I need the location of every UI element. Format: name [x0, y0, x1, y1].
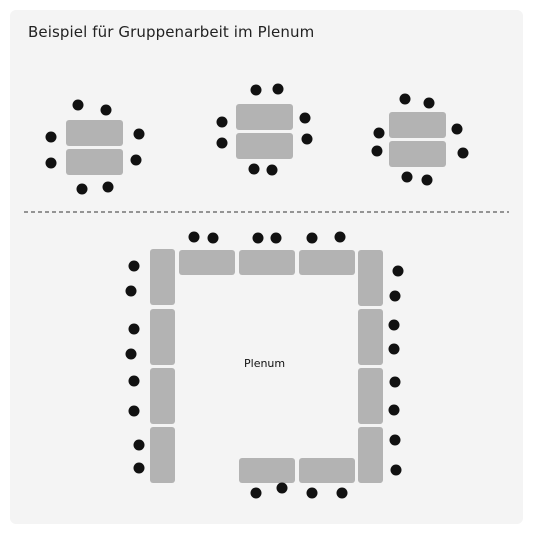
seat	[250, 84, 262, 96]
seat	[248, 163, 260, 175]
seat	[301, 133, 313, 145]
seat	[133, 128, 145, 140]
seat	[72, 99, 84, 111]
seat	[299, 112, 311, 124]
seat	[451, 123, 463, 135]
plenum-seats	[125, 231, 404, 499]
seat	[388, 343, 400, 355]
seat	[399, 93, 411, 105]
plenum-tables	[150, 249, 383, 483]
seat	[457, 147, 469, 159]
seat	[336, 487, 348, 499]
table	[150, 309, 175, 365]
seat	[133, 462, 145, 474]
seat	[128, 405, 140, 417]
group-2	[216, 83, 313, 176]
seat	[216, 116, 228, 128]
seat	[388, 404, 400, 416]
seat	[250, 487, 262, 499]
seat	[216, 137, 228, 149]
seat	[389, 376, 401, 388]
seat	[373, 127, 385, 139]
seat	[389, 290, 401, 302]
table	[389, 112, 446, 138]
seat	[128, 323, 140, 335]
seat	[128, 260, 140, 272]
seat	[421, 174, 433, 186]
seat	[390, 464, 402, 476]
group-1	[45, 99, 145, 195]
seat	[252, 232, 264, 244]
table	[299, 458, 355, 483]
table	[150, 427, 175, 483]
seat	[100, 104, 112, 116]
seat	[306, 487, 318, 499]
seat	[270, 232, 282, 244]
seat	[392, 265, 404, 277]
table	[150, 368, 175, 424]
seat	[45, 157, 57, 169]
table	[66, 149, 123, 175]
table	[389, 141, 446, 167]
seat	[207, 232, 219, 244]
table	[358, 427, 383, 483]
seat	[133, 439, 145, 451]
table	[179, 250, 235, 275]
seat	[102, 181, 114, 193]
seat	[188, 231, 200, 243]
table	[358, 309, 383, 365]
seat	[306, 232, 318, 244]
seat	[130, 154, 142, 166]
seat	[45, 131, 57, 143]
table	[236, 104, 293, 130]
table	[358, 368, 383, 424]
seat	[334, 231, 346, 243]
table	[239, 250, 295, 275]
seat	[389, 434, 401, 446]
seat	[423, 97, 435, 109]
seat	[125, 285, 137, 297]
table	[150, 249, 175, 305]
table	[66, 120, 123, 146]
seat	[401, 171, 413, 183]
seat	[76, 183, 88, 195]
seat	[371, 145, 383, 157]
group-3	[371, 93, 469, 186]
table	[239, 458, 295, 483]
seat	[125, 348, 137, 360]
seat	[388, 319, 400, 331]
plenum-label: Plenum	[244, 357, 285, 370]
seat	[266, 164, 278, 176]
table	[236, 133, 293, 159]
seat	[276, 482, 288, 494]
seat	[128, 375, 140, 387]
seat	[272, 83, 284, 95]
table	[358, 250, 383, 306]
diagram-title: Beispiel für Gruppenarbeit im Plenum	[28, 23, 315, 41]
table	[299, 250, 355, 275]
